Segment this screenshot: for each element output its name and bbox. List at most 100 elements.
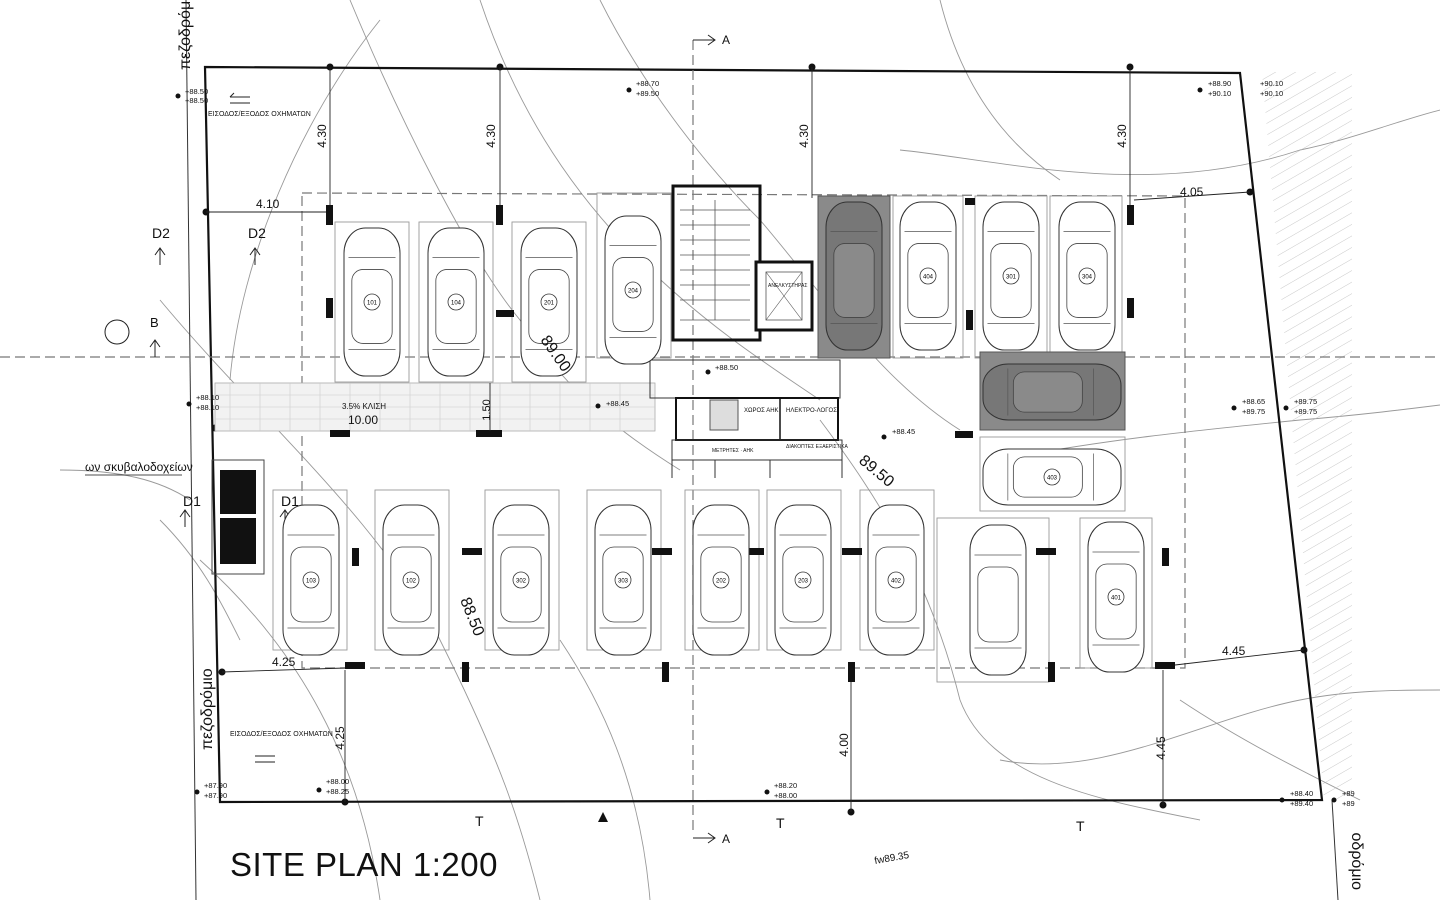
building-outline — [0, 40, 1440, 830]
car-402: 402 — [867, 504, 925, 656]
dim-400: 4.00 — [837, 733, 851, 757]
car-203: 203 — [774, 504, 832, 656]
level-15a: +89 — [1342, 789, 1355, 798]
dim-430-a: 4.30 — [315, 124, 329, 148]
section-d2-left: D2 — [152, 225, 170, 241]
room-meters: ΜΕΤΡΗΤΕΣ · ΑΗΚ — [712, 448, 754, 454]
dim-430-b: 4.30 — [484, 124, 498, 148]
level-4a: +90.10 — [1260, 79, 1283, 88]
bins-label: ων σκυβαλοδοχείων — [85, 460, 193, 474]
ramp — [214, 382, 656, 432]
space-number: 202 — [716, 579, 727, 585]
level-3b: +90.10 — [1208, 89, 1231, 98]
space-number: 104 — [451, 301, 462, 307]
space-number: 201 — [544, 301, 555, 307]
level-13a: +88.20 — [774, 781, 797, 790]
room-aik: ΧΩΡΟΣ ΑΗΚ — [744, 408, 779, 414]
space-number: 402 — [891, 579, 902, 585]
level-11b: +87.90 — [204, 791, 227, 800]
room-elec: ΗΛΕΚΤΡΟ-ΛΟΓΟΣ — [786, 408, 837, 414]
car-403: 403 — [982, 448, 1122, 506]
neighbor-hatch — [1262, 72, 1352, 800]
space-number: 102 — [406, 579, 417, 585]
dim-430-d: 4.30 — [1115, 124, 1129, 148]
level-9b: +89.75 — [1242, 407, 1265, 416]
space-number: 203 — [798, 579, 809, 585]
car-103: 103 — [282, 504, 340, 656]
space-number: 301 — [1006, 275, 1017, 281]
level-2b: +89.50 — [636, 89, 659, 98]
car-401: 401 — [1087, 521, 1145, 673]
dim-430-c: 4.30 — [797, 124, 811, 148]
space-number: 304 — [1082, 275, 1093, 281]
cars: 101 104 201 204 404 301 304 403 103 102 302 303 202 2… — [282, 201, 1145, 676]
entrance-label-bottom: ΕΙΣΟΔΟΣ/ΕΞΟΔΟΣ ΟΧΗΜΑΤΩΝ — [230, 731, 333, 738]
section-d1-right: D1 — [281, 493, 299, 509]
core — [649, 184, 843, 478]
car-304: 304 — [1058, 201, 1116, 351]
section-markers — [104, 34, 716, 844]
level-10b: +89.75 — [1294, 407, 1317, 416]
space-number: 403 — [1047, 476, 1058, 482]
car-204: 204 — [604, 215, 662, 365]
section-d2-right: D2 — [248, 225, 266, 241]
level-12b: +88.25 — [326, 787, 349, 796]
level-5b: +88.10 — [196, 403, 219, 412]
car-201: 201 — [520, 227, 578, 377]
street-label-left-bottom: πεζοδρόμιο — [199, 668, 216, 750]
level-9a: +88.65 — [1242, 397, 1265, 406]
car-accessible — [969, 524, 1027, 676]
contour-89-50: 89.50 — [855, 452, 897, 491]
section-a-top: A — [722, 33, 730, 47]
car-highlighted-vertical — [825, 201, 883, 351]
level-1a: +88.50 — [185, 87, 208, 96]
marker-t-1: T — [475, 813, 484, 829]
ramp-width: 1.50 — [481, 399, 493, 420]
level-1b: +88.50 — [185, 96, 208, 105]
spot-level-markers — [175, 87, 1337, 803]
contour-fw: fw89.35 — [874, 850, 911, 867]
dim-445-a: 4.45 — [1222, 644, 1246, 658]
bin-area — [211, 459, 265, 575]
contour-88-50: 88.50 — [456, 595, 487, 639]
dim-405: 4.05 — [1180, 185, 1204, 199]
car-301: 301 — [982, 201, 1040, 351]
level-7: +88.50 — [715, 363, 738, 372]
ramp-slope: 3.5% ΚΛΙΣΗ — [342, 402, 386, 411]
north-arrow — [598, 812, 608, 822]
space-number: 303 — [618, 579, 629, 585]
sidewalk-lines — [185, 0, 1339, 900]
street-label-left-top: πεζοδρόμιο — [177, 0, 194, 70]
space-number: 404 — [923, 275, 934, 281]
labels: πεζοδρόμιο πεζοδρόμιο οδρόμιο ων σκυβαλο… — [85, 0, 1365, 890]
car-102: 102 — [382, 504, 440, 656]
section-d1-left: D1 — [183, 493, 201, 509]
level-15b: +89 — [1342, 799, 1355, 808]
space-number: 401 — [1111, 596, 1122, 602]
section-a-bottom: A — [722, 832, 730, 846]
level-2a: +88.70 — [636, 79, 659, 88]
car-302: 302 — [492, 504, 550, 656]
space-number: 101 — [367, 301, 378, 307]
spot-levels: +88.50 +88.50 +88.70 +89.50 +88.90 +90.1… — [185, 79, 1355, 808]
space-number: 103 — [306, 579, 317, 585]
dimension-lines — [206, 67, 1305, 812]
dim-410: 4.10 — [256, 197, 280, 211]
level-14a: +88.40 — [1290, 789, 1313, 798]
entrance-label-top: ΕΙΣΟΔΟΣ/ΕΞΟΔΟΣ ΟΧΗΜΑΤΩΝ — [208, 111, 311, 118]
level-13b: +88.00 — [774, 791, 797, 800]
marker-t-3: T — [1076, 818, 1085, 834]
level-12a: +88.00 — [326, 777, 349, 786]
site-boundary — [203, 65, 1324, 804]
level-6: +88.45 — [606, 399, 629, 408]
street-label-right-bottom: οδρόμιο — [1348, 833, 1365, 891]
columns — [326, 198, 1175, 682]
car-404: 404 — [899, 201, 957, 351]
page-title: SITE PLAN 1:200 — [230, 846, 498, 883]
level-11a: +87.90 — [204, 781, 227, 790]
ramp-length: 10.00 — [348, 413, 378, 427]
level-8: +88.45 — [892, 427, 915, 436]
space-number: 204 — [628, 289, 639, 295]
level-4b: +90.10 — [1260, 89, 1283, 98]
